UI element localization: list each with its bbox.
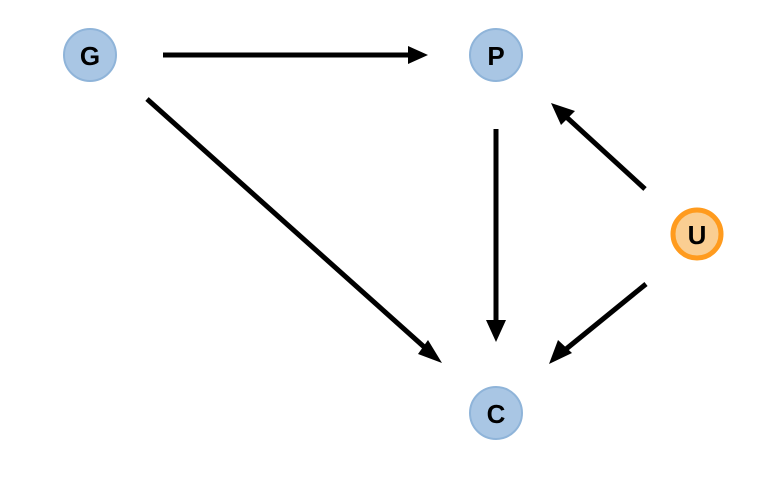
- node-circle: [469, 28, 523, 82]
- arrow-head-icon: [408, 46, 428, 64]
- arrow-head-icon: [418, 340, 442, 363]
- node-circle-highlighted: [670, 207, 724, 261]
- node-u[interactable]: U: [670, 207, 724, 261]
- edge-g-to-p[interactable]: [163, 46, 428, 64]
- node-label: C: [487, 399, 506, 429]
- node-c[interactable]: C: [469, 386, 523, 440]
- edge-g-to-c[interactable]: [145, 97, 442, 363]
- node-label: U: [688, 220, 707, 250]
- edge-line: [145, 97, 434, 356]
- node-g[interactable]: G: [63, 28, 117, 82]
- arrow-head-icon: [486, 320, 506, 342]
- node-label: P: [487, 41, 504, 71]
- edge-line: [560, 111, 647, 191]
- nodes-layer: G P U C: [63, 28, 724, 440]
- edge-u-to-p[interactable]: [551, 103, 647, 191]
- edge-p-to-c[interactable]: [486, 129, 506, 342]
- edge-line: [558, 282, 648, 356]
- node-label: G: [80, 41, 100, 71]
- node-circle: [469, 386, 523, 440]
- node-p[interactable]: P: [469, 28, 523, 82]
- arrow-head-icon: [551, 103, 575, 125]
- edges-layer: [145, 46, 648, 364]
- edge-u-to-c[interactable]: [549, 282, 648, 364]
- arrow-head-icon: [549, 340, 572, 364]
- node-circle: [63, 28, 117, 82]
